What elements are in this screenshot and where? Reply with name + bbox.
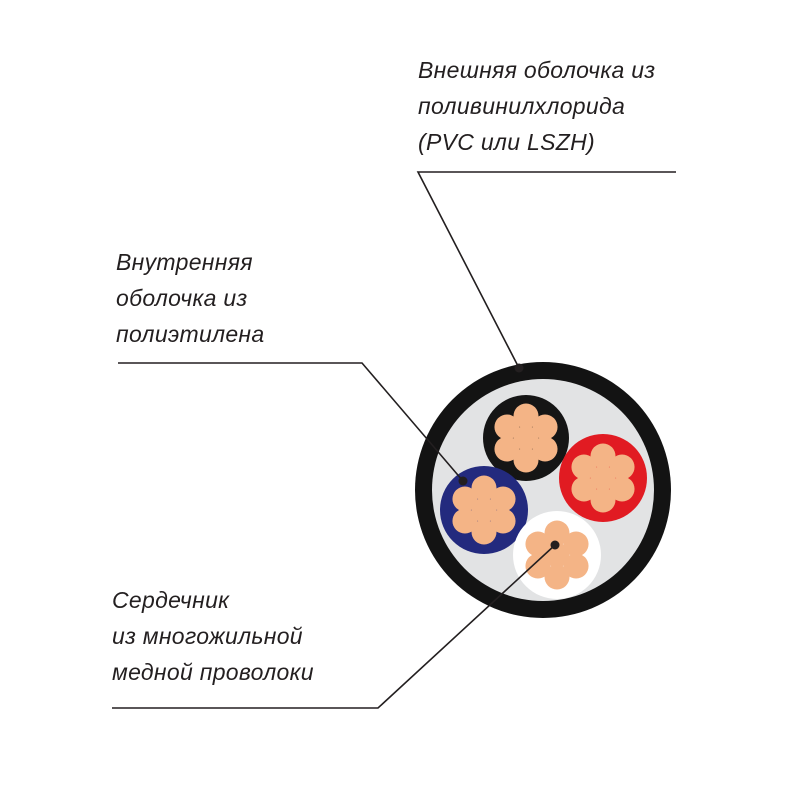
leader-dot-outer-sheath (514, 363, 524, 373)
copper-strand (544, 520, 570, 546)
copper-strands-red (571, 443, 635, 513)
copper-strand (490, 508, 516, 534)
copper-strand (532, 414, 558, 440)
copper-strand (609, 454, 635, 480)
label-outer-sheath: Внешняя оболочка из поливинилхлорида (PV… (418, 52, 655, 160)
label-line: оболочка из (116, 285, 248, 311)
leader-line-core (112, 544, 556, 709)
copper-strand (590, 465, 616, 491)
leader-line-outer-sheath (416, 171, 676, 369)
copper-strand (471, 497, 497, 523)
copper-strand (571, 476, 597, 502)
copper-strand (525, 553, 551, 579)
copper-strand (513, 403, 539, 429)
copper-strand (590, 487, 616, 513)
copper-strand (563, 553, 589, 579)
conductor-white (513, 511, 601, 599)
label-line: Внутренняя (116, 249, 253, 275)
copper-strand (513, 425, 539, 451)
label-line: Сердечник (112, 587, 230, 613)
conductor-black (483, 395, 569, 481)
label-line: (PVC или LSZH) (418, 129, 595, 155)
copper-strand (544, 564, 570, 590)
label-line: из многожильной (112, 623, 303, 649)
copper-strands-white (525, 520, 589, 590)
copper-strand (590, 443, 616, 469)
label-inner-sheath: Внутренняя оболочка из полиэтилена (116, 244, 264, 352)
copper-strand (532, 436, 558, 462)
copper-strand (452, 486, 478, 512)
copper-strand (471, 475, 497, 501)
copper-strand (494, 414, 520, 440)
copper-strands-black (494, 403, 558, 473)
conductor-red (559, 434, 647, 522)
label-line: медной проволоки (112, 659, 314, 685)
label-line: поливинилхлорида (418, 93, 626, 119)
conductor-blue (440, 466, 528, 554)
copper-strand (609, 476, 635, 502)
copper-strand (525, 531, 551, 557)
copper-strand (571, 454, 597, 480)
label-core: Сердечник из многожильной медной проволо… (112, 582, 314, 690)
leader-line-inner-sheath (118, 362, 464, 482)
copper-strand (452, 508, 478, 534)
label-line: Внешняя оболочка из (418, 57, 656, 83)
copper-strands-blue (452, 475, 516, 545)
leader-dot-core (550, 540, 560, 550)
leader-dot-inner-sheath (458, 476, 468, 486)
copper-strand (490, 486, 516, 512)
copper-strand (471, 519, 497, 545)
copper-strand (513, 447, 539, 473)
copper-strand (494, 436, 520, 462)
copper-strand (563, 531, 589, 557)
label-line: полиэтилена (116, 321, 265, 347)
